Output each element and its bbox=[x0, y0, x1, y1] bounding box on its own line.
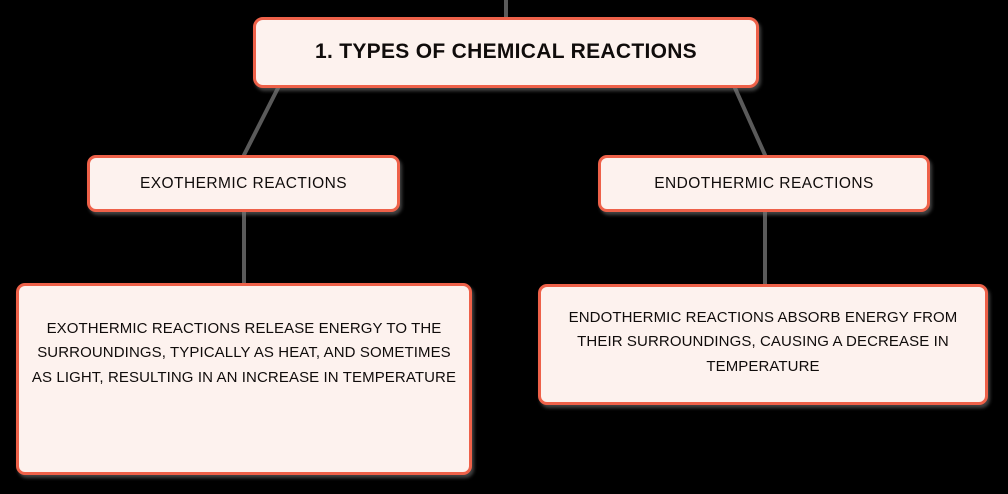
node-endothermic-label: ENDOTHERMIC REACTIONS bbox=[654, 174, 874, 192]
node-endothermic-description-text: ENDOTHERMIC REACTIONS ABSORB ENERGY FROM… bbox=[568, 309, 958, 375]
node-exothermic-description-text: EXOTHERMIC REACTIONS RELEASE ENERGY TO T… bbox=[31, 320, 457, 386]
node-exothermic-label: EXOTHERMIC REACTIONS bbox=[139, 174, 348, 192]
node-endothermic-reactions[interactable]: ENDOTHERMIC REACTIONS bbox=[598, 155, 930, 212]
node-exothermic-reactions[interactable]: EXOTHERMIC REACTIONS bbox=[87, 155, 400, 212]
node-exothermic-description[interactable]: EXOTHERMIC REACTIONS RELEASE ENERGY TO T… bbox=[16, 283, 472, 475]
connector-root-to-endothermic bbox=[733, 86, 767, 157]
node-endothermic-description[interactable]: ENDOTHERMIC REACTIONS ABSORB ENERGY FROM… bbox=[538, 284, 988, 405]
node-root-types-of-chemical-reactions[interactable]: 1. TYPES OF CHEMICAL REACTIONS bbox=[253, 17, 759, 88]
node-root-label: 1. TYPES OF CHEMICAL REACTIONS bbox=[315, 40, 697, 64]
connector-root-to-exothermic bbox=[242, 86, 280, 157]
